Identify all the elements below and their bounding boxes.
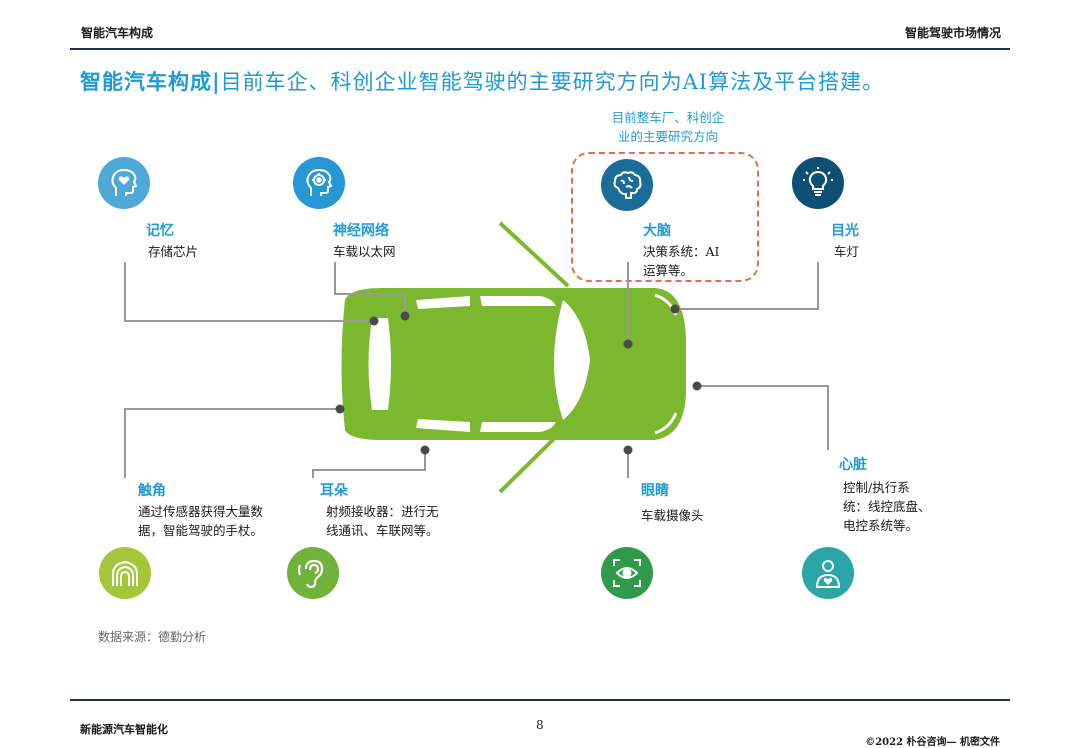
ear-desc-line-1: 射频接收器：进行无 xyxy=(326,504,439,519)
hands-icon xyxy=(99,547,151,599)
network-desc-line-1: 车载以太网 xyxy=(333,244,396,259)
lightbulb-icon xyxy=(792,157,844,209)
brain-desc-line-2: 运算等。 xyxy=(643,263,694,278)
brain-highlight-box xyxy=(571,152,759,282)
brain-icon xyxy=(601,159,653,211)
memory-desc: 存储芯片 xyxy=(148,242,198,261)
eye-scan-icon xyxy=(601,547,653,599)
data-source: 数据来源：德勤分析 xyxy=(98,630,207,644)
callout-line-1: 目前整车厂、科创企 xyxy=(611,110,725,125)
heart-desc: 控制/执行系 统：线控底盘、 电控系统等。 xyxy=(843,478,931,535)
headlight-top xyxy=(654,293,678,316)
brain-desc: 决策系统：AI 运算等。 xyxy=(643,242,719,280)
network-label: 神经网络 xyxy=(333,223,389,239)
network-desc: 车载以太网 xyxy=(333,242,396,261)
camera-desc: 车载摄像头 xyxy=(641,506,704,525)
eyes-node xyxy=(670,304,680,314)
eyes-desc: 车灯 xyxy=(834,242,859,261)
touch-desc: 通过传感器获得大量数 据，智能驾驶的手杖。 xyxy=(138,502,263,540)
ear-desc-line-2: 线通讯、车联网等。 xyxy=(326,523,439,538)
car-body xyxy=(341,288,686,440)
ear-node xyxy=(420,445,430,455)
touch-desc-line-1: 通过传感器获得大量数 xyxy=(138,504,264,519)
front-door-right xyxy=(498,423,570,494)
side-window-top-front xyxy=(480,296,556,306)
network-node xyxy=(400,311,410,321)
page-title: 智能汽车构成|目前车企、科创企业智能驾驶的主要研究方向为AI算法及平台搭建。 xyxy=(80,66,884,96)
side-window-bottom-front xyxy=(480,422,556,432)
camera-node xyxy=(623,445,633,455)
ear-desc: 射频接收器：进行无 线通讯、车联网等。 xyxy=(326,502,439,540)
title-rest: 目前车企、科创企业智能驾驶的主要研究方向为AI算法及平台搭建。 xyxy=(220,70,885,94)
memory-desc-line-1: 存储芯片 xyxy=(148,244,199,259)
memory-node xyxy=(369,316,379,326)
heart-connector xyxy=(697,385,829,450)
head-heart-icon xyxy=(98,157,150,209)
heart-node xyxy=(692,381,702,391)
touch-label: 触角 xyxy=(138,483,166,499)
touch-connector xyxy=(124,408,340,478)
camera-desc-line-1: 车载摄像头 xyxy=(641,508,704,523)
headlight-bottom xyxy=(654,412,678,435)
callout-line-2: 业的主要研究方向 xyxy=(617,129,718,144)
network-connector xyxy=(334,262,406,316)
header-left: 智能汽车构成 xyxy=(81,26,154,40)
windshield xyxy=(554,300,590,420)
eyes-desc-line-1: 车灯 xyxy=(834,244,860,259)
person-heart-icon xyxy=(802,547,854,599)
page-number: 8 xyxy=(536,718,544,732)
touch-desc-line-2: 据，智能驾驶的手杖。 xyxy=(138,523,264,538)
touch-node xyxy=(335,404,345,414)
brain-desc-line-1: 决策系统：AI xyxy=(643,244,720,259)
header-right: 智能驾驶市场情况 xyxy=(904,26,1001,40)
camera-label: 眼睛 xyxy=(641,483,669,499)
rear-window xyxy=(368,318,391,410)
front-door-left xyxy=(498,221,570,288)
footer-divider xyxy=(70,699,1010,701)
research-callout: 目前整车厂、科创企 业的主要研究方向 xyxy=(578,108,758,146)
memory-label: 记忆 xyxy=(146,223,174,239)
ear-connector xyxy=(312,450,426,478)
heart-desc-line-2: 统：线控底盘、 xyxy=(843,499,931,514)
side-window-bottom-rear xyxy=(416,419,470,432)
side-window-top-rear xyxy=(416,296,470,309)
ear-label: 耳朵 xyxy=(320,483,348,499)
heart-label: 心脏 xyxy=(839,457,867,473)
header-divider xyxy=(70,48,1010,50)
title-bold: 智能汽车构成| xyxy=(80,69,221,94)
eyes-label: 目光 xyxy=(831,223,859,239)
heart-desc-line-1: 控制/执行系 xyxy=(843,480,910,495)
footer-right: ©2022 朴谷咨询— 机密文件 xyxy=(865,737,1000,748)
ear-icon xyxy=(287,547,339,599)
brain-node xyxy=(623,339,633,349)
brain-label: 大脑 xyxy=(643,223,671,239)
memory-connector xyxy=(124,262,374,322)
footer-left: 新能源汽车智能化 xyxy=(80,723,168,736)
head-network-icon xyxy=(293,157,345,209)
heart-desc-line-3: 电控系统等。 xyxy=(843,518,919,533)
